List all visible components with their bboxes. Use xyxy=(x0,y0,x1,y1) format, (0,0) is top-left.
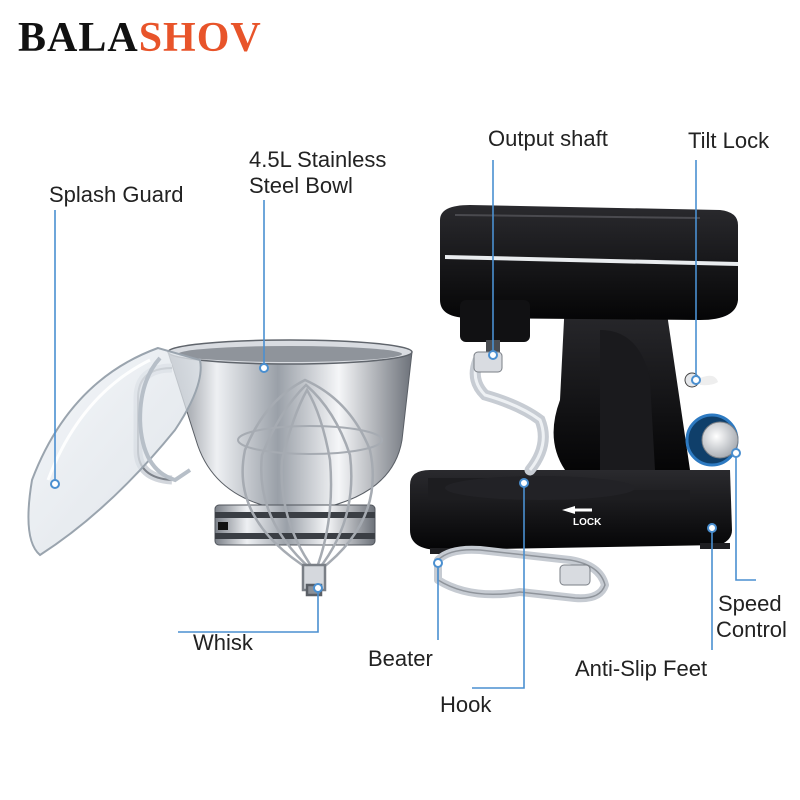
label-speed-control-line1: Speed xyxy=(718,591,782,616)
callout-dot-whisk xyxy=(313,583,323,593)
callout-dot-bowl xyxy=(259,363,269,373)
brand-logo-part1: BALA xyxy=(18,15,139,61)
callout-dot-hook xyxy=(519,478,529,488)
label-hook: Hook xyxy=(440,692,492,717)
label-steel-bowl-line2: Steel Bowl xyxy=(249,173,353,198)
label-speed-control: Speed Control xyxy=(716,591,787,643)
callout-lines xyxy=(54,160,756,689)
label-speed-control-line2: Control xyxy=(716,617,787,642)
dough-hook xyxy=(469,351,549,476)
brand-logo: BALASHOV xyxy=(18,14,262,62)
callout-dots xyxy=(50,350,741,593)
callout-dot-beater xyxy=(433,558,443,568)
flat-beater xyxy=(434,545,609,603)
brand-logo-part2: SHOV xyxy=(138,15,262,61)
label-whisk: Whisk xyxy=(193,630,253,655)
stand-mixer-body: LOCK xyxy=(410,205,739,554)
base-lock-label: LOCK xyxy=(573,517,602,528)
callout-dot-splash-guard xyxy=(50,479,60,489)
callout-dot-tilt-lock xyxy=(691,375,701,385)
callout-dot-speed-control xyxy=(731,448,741,458)
label-beater: Beater xyxy=(368,646,433,671)
callout-dot-anti-slip-feet xyxy=(707,523,717,533)
label-splash-guard: Splash Guard xyxy=(49,182,184,207)
label-tilt-lock: Tilt Lock xyxy=(688,128,770,153)
splash-guard-lid xyxy=(27,346,202,557)
label-output-shaft: Output shaft xyxy=(488,126,608,151)
label-anti-slip-feet: Anti-Slip Feet xyxy=(575,656,708,681)
label-steel-bowl: 4.5L Stainless Steel Bowl xyxy=(249,147,386,199)
callout-dot-output-shaft xyxy=(488,350,498,360)
label-steel-bowl-line1: 4.5L Stainless xyxy=(249,147,387,172)
